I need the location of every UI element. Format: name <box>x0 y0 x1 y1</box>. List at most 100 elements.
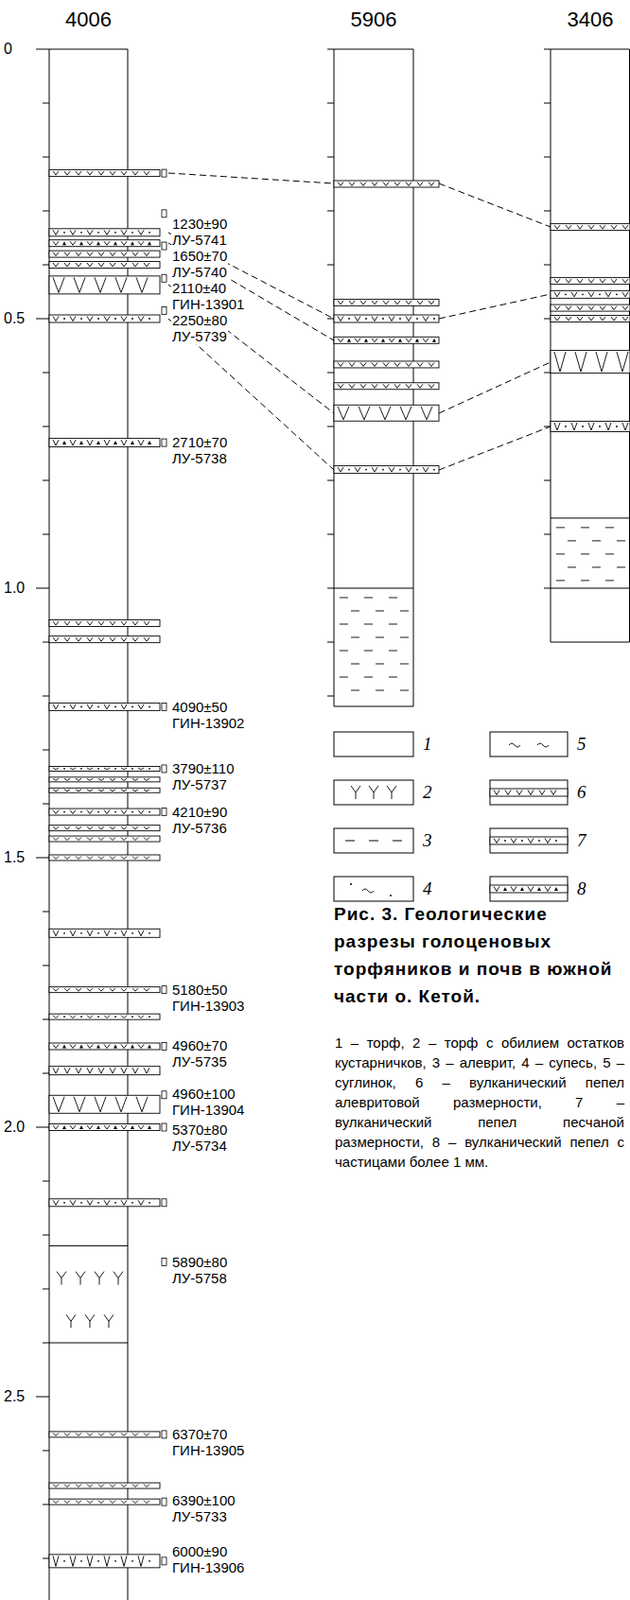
ash-band <box>49 987 160 994</box>
ash-band <box>333 315 439 323</box>
correlation-line <box>168 318 334 471</box>
sand-dot <box>148 1015 151 1018</box>
ash-symbol <box>98 857 105 860</box>
ash-band <box>333 404 439 421</box>
ash-symbol <box>52 1045 59 1050</box>
ash-symbol <box>104 439 110 446</box>
sample-marker <box>161 1431 167 1439</box>
silt-dash <box>580 526 590 528</box>
ash-layer <box>49 276 160 295</box>
ash-symbol <box>138 704 144 710</box>
ash-layer <box>49 1199 160 1208</box>
ash-symbol <box>52 1485 59 1488</box>
ash-symbol <box>388 338 395 343</box>
ash-layer <box>49 787 160 793</box>
ash-symbol <box>121 1015 127 1019</box>
ash-symbol <box>405 362 412 367</box>
ash-symbol <box>52 1125 59 1130</box>
ash-symbol <box>121 229 127 235</box>
ash-symbol <box>493 839 500 844</box>
ash-symbol <box>383 384 389 388</box>
legend-swatch <box>490 780 568 805</box>
ash-symbol <box>405 316 412 322</box>
ash-symbol <box>87 778 93 781</box>
lab-code: ГИН-13904 <box>171 1102 245 1119</box>
ash-symbol <box>121 778 127 781</box>
column-border <box>333 49 414 51</box>
ash-symbol <box>109 826 116 830</box>
ash-symbol <box>70 1200 76 1206</box>
ash-band <box>49 1555 160 1569</box>
ash-band <box>333 361 439 368</box>
ash-band <box>49 250 160 258</box>
radiocarbon-date: 6000±90 <box>171 1543 228 1560</box>
depth-tick <box>42 1073 50 1075</box>
depth-tick <box>543 157 551 158</box>
ash-symbol <box>360 300 367 305</box>
ash-symbol <box>104 229 110 235</box>
ash-symbol <box>87 704 93 710</box>
section-column: 5906 <box>333 7 439 710</box>
ash-symbol <box>516 790 523 796</box>
ash-symbol <box>422 467 429 473</box>
ash-symbol <box>527 887 534 893</box>
ash-symbol <box>52 810 59 815</box>
sand-dot <box>389 894 392 897</box>
ash-band <box>550 304 630 312</box>
ash-band <box>49 825 160 832</box>
legend-swatch <box>333 876 414 902</box>
lab-code: ЛУ-5734 <box>171 1137 228 1155</box>
sand-dot <box>97 1202 100 1205</box>
lab-code: ГИН-13905 <box>171 1442 245 1459</box>
ash-symbol <box>87 857 93 860</box>
silt-dash <box>339 677 349 679</box>
sand-dot <box>97 768 100 770</box>
column-border <box>333 49 335 707</box>
ash-symbol <box>70 1045 76 1050</box>
ash-symbol <box>75 838 82 841</box>
ash-symbol <box>70 704 76 710</box>
ash-layer <box>49 855 160 861</box>
ash-symbol <box>599 279 606 283</box>
lab-code: ГИН-13902 <box>171 715 245 732</box>
ash-symbol <box>132 1501 139 1505</box>
ash-layer <box>490 885 568 893</box>
ash-symbol <box>109 262 116 267</box>
ash-band <box>49 1499 160 1505</box>
ash-symbol <box>417 182 423 187</box>
radiocarbon-date: 6390±100 <box>171 1492 237 1509</box>
sand-dot <box>433 317 436 320</box>
ash-symbol <box>87 252 93 257</box>
depth-tick <box>327 372 334 374</box>
ash-layer <box>490 837 568 845</box>
ash-symbol <box>64 988 70 992</box>
ash-symbol <box>337 467 344 473</box>
silt-dash <box>556 579 565 581</box>
ash-symbol <box>132 789 139 792</box>
correlation-line <box>438 362 551 414</box>
silt-dash <box>339 650 349 652</box>
sand-dot <box>382 317 385 320</box>
ash-band <box>49 928 160 938</box>
ash-symbol <box>75 1433 82 1436</box>
ash-symbol <box>337 182 344 187</box>
ash-layer <box>49 1095 160 1114</box>
sand-dot <box>114 768 117 770</box>
ash-symbol <box>109 1485 116 1488</box>
ash-symbol <box>371 300 378 305</box>
sample-marker <box>161 1498 167 1506</box>
ash-symbol <box>527 839 534 844</box>
ash-symbol <box>337 300 344 305</box>
depth-tick <box>42 426 50 428</box>
ash-symbol <box>121 826 127 830</box>
swatch-box <box>333 876 414 902</box>
ash-symbol <box>87 768 93 770</box>
ash-symbol <box>52 241 59 245</box>
ash-symbol <box>575 351 587 372</box>
ash-symbol <box>52 439 59 446</box>
ash-symbol <box>510 887 517 893</box>
sand-dot <box>97 1015 100 1018</box>
ash-symbol <box>417 384 423 388</box>
ash-symbol <box>371 338 378 343</box>
